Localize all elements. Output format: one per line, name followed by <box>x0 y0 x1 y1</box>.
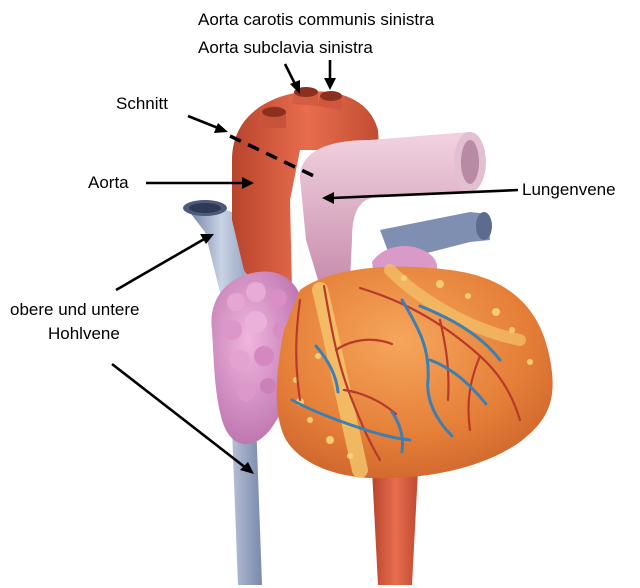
label-hohlvene-line1: obere und untere <box>10 300 140 320</box>
descending-aorta <box>372 470 418 585</box>
label-carotis: Aorta carotis communis sinistra <box>198 10 434 30</box>
label-aorta: Aorta <box>88 173 129 193</box>
label-subclavia: Aorta subclavia sinistra <box>198 38 373 58</box>
ventricles <box>277 267 553 479</box>
label-schnitt: Schnitt <box>116 94 168 114</box>
label-hohlvene-line2: Hohlvene <box>48 324 120 344</box>
label-lungenvene: Lungenvene <box>522 180 616 200</box>
